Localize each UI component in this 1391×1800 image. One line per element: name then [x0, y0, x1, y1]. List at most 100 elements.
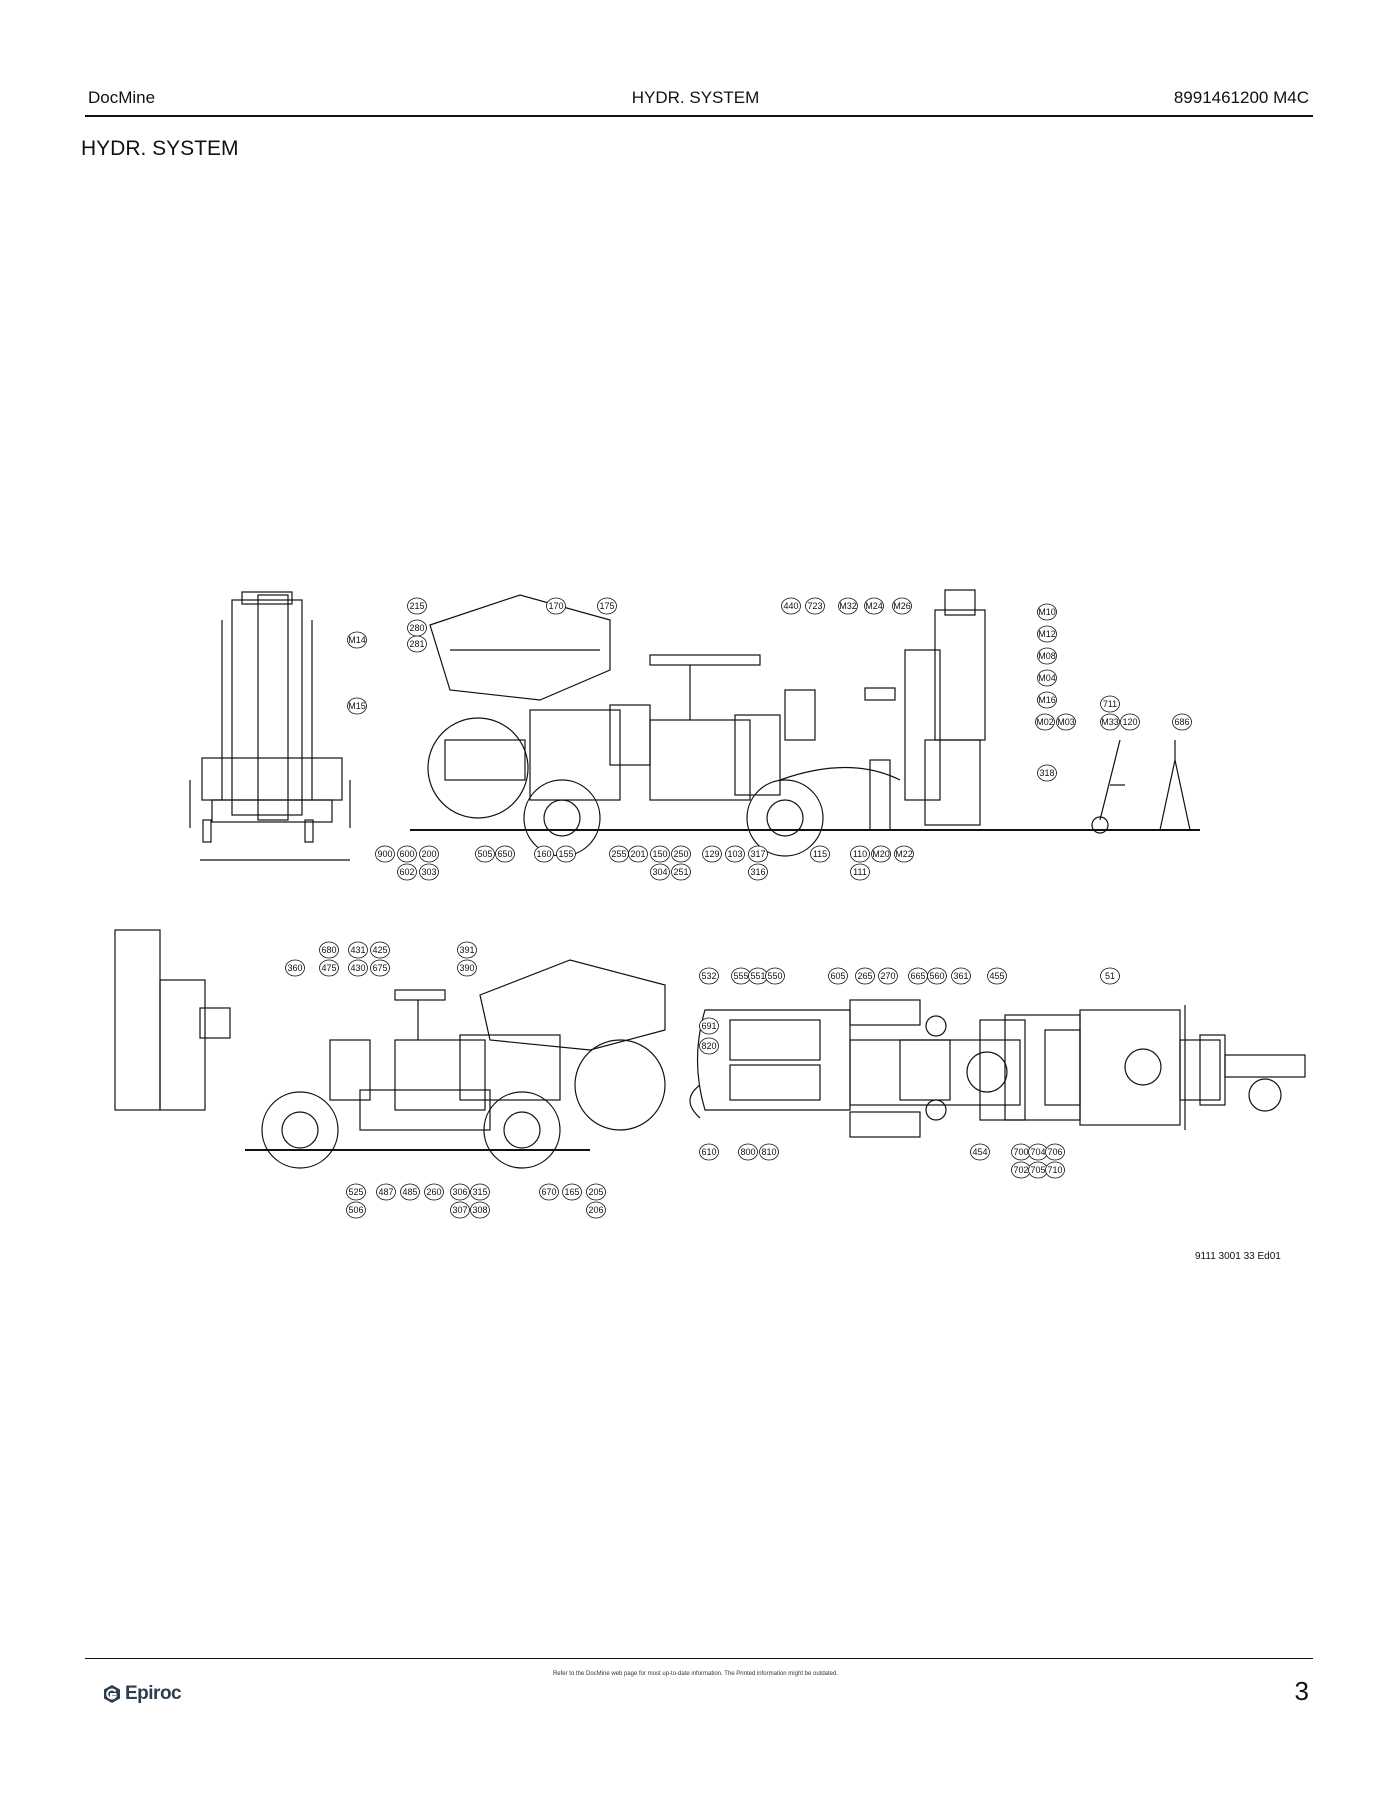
- callout-label: 315: [472, 1187, 487, 1197]
- callout-label: 710: [1047, 1165, 1062, 1175]
- callout-bubble: [702, 845, 722, 863]
- callout-label: 51: [1105, 971, 1115, 981]
- callout-label: M32: [839, 601, 857, 611]
- callout-label: M20: [872, 849, 890, 859]
- callout-label: 430: [350, 963, 365, 973]
- callout-label: M03: [1057, 717, 1075, 727]
- callout-label: M08: [1038, 651, 1056, 661]
- callout-label: 160: [536, 849, 551, 859]
- callout-label: 700: [1013, 1147, 1028, 1157]
- callout-bubble: [457, 941, 477, 959]
- callout-label: 306: [452, 1187, 467, 1197]
- callout-bubble: [346, 1201, 366, 1219]
- callout-label: 260: [426, 1187, 441, 1197]
- callout-label: 390: [459, 963, 474, 973]
- callout-bubble: [650, 845, 670, 863]
- callout-label: 307: [452, 1205, 467, 1215]
- callout-label: 665: [910, 971, 925, 981]
- epiroc-logo-text: Epiroc: [125, 1683, 182, 1704]
- callout-label: M16: [1038, 695, 1056, 705]
- callout-bubble: [864, 597, 884, 615]
- front-view: [189, 591, 351, 861]
- callout-label: 605: [830, 971, 845, 981]
- callout-label: 602: [399, 867, 414, 877]
- callout-bubble: [556, 845, 576, 863]
- callout-label: M12: [1038, 629, 1056, 639]
- callout-label: 280: [409, 623, 424, 633]
- callout-label: 308: [472, 1205, 487, 1215]
- callout-label: 560: [929, 971, 944, 981]
- callout-bubble: [699, 1037, 719, 1055]
- callout-label: 251: [673, 867, 688, 877]
- callout-bubble: [348, 959, 368, 977]
- callout-label: 706: [1047, 1147, 1062, 1157]
- callout-bubble: [725, 845, 745, 863]
- callout-bubble: [424, 1183, 444, 1201]
- callout-bubble: [628, 845, 648, 863]
- callout-bubble: [1100, 967, 1120, 985]
- callout-bubble: [534, 845, 554, 863]
- callout-bubble: [475, 845, 495, 863]
- callout-label: 675: [372, 963, 387, 973]
- callout-label: 820: [701, 1041, 716, 1051]
- callout-label: M10: [1038, 607, 1056, 617]
- callout-bubble: [838, 597, 858, 615]
- callout-label: 455: [989, 971, 1004, 981]
- callout-bubble: [546, 597, 566, 615]
- callout-bubble: [1100, 695, 1120, 713]
- callout-bubble: [810, 845, 830, 863]
- callout-bubble: [495, 845, 515, 863]
- callout-label: 525: [348, 1187, 363, 1197]
- callout-label: 650: [497, 849, 512, 859]
- callout-bubble: [1172, 713, 1192, 731]
- callout-bubble: [419, 845, 439, 863]
- callout-bubble: [419, 863, 439, 881]
- callout-label: 175: [599, 601, 614, 611]
- callout-label: 431: [350, 945, 365, 955]
- top-view: [689, 999, 1306, 1138]
- callout-label: 705: [1030, 1165, 1045, 1175]
- callout-label: 723: [807, 601, 822, 611]
- callout-label: 555: [733, 971, 748, 981]
- callout-bubble: [1035, 713, 1055, 731]
- callout-label: 120: [1122, 717, 1137, 727]
- callout-bubble: [319, 941, 339, 959]
- callout-bubble: [748, 863, 768, 881]
- callout-bubble: [1037, 764, 1057, 782]
- callout-bubble: [450, 1183, 470, 1201]
- header-section-title: HYDR. SYSTEM: [631, 88, 760, 107]
- mirrored-side-view: [114, 929, 666, 1169]
- callout-label: 265: [857, 971, 872, 981]
- callout-label: 103: [727, 849, 742, 859]
- callout-bubble: [597, 597, 617, 615]
- callout-label: 506: [348, 1205, 363, 1215]
- callout-label: M24: [865, 601, 883, 611]
- callout-bubble: [805, 597, 825, 615]
- callout-label: 550: [767, 971, 782, 981]
- callout-bubble: [348, 941, 368, 959]
- footer-divider: [85, 1658, 1313, 1659]
- callout-bubble: [586, 1201, 606, 1219]
- callout-label: M33: [1101, 717, 1119, 727]
- callout-label: 129: [704, 849, 719, 859]
- callout-bubble: [699, 1143, 719, 1161]
- callout-label: 600: [399, 849, 414, 859]
- callout-bubble: [376, 1183, 396, 1201]
- callout-bubble: [951, 967, 971, 985]
- footer-note: Refer to the DocMine web page for most u…: [552, 1671, 839, 1677]
- epiroc-logo-icon: [104, 1685, 120, 1703]
- callout-bubble: [894, 845, 914, 863]
- callout-bubble: [970, 1143, 990, 1161]
- callout-label: 316: [750, 867, 765, 877]
- callout-bubble: [1037, 669, 1057, 687]
- callout-label: 318: [1039, 768, 1054, 778]
- callout-bubble: [738, 1143, 758, 1161]
- callout-label: 440: [783, 601, 798, 611]
- callout-bubble: [650, 863, 670, 881]
- callout-label: 551: [750, 971, 765, 981]
- callout-bubble: [892, 597, 912, 615]
- header-doc-number: 8991461200 M4C: [1173, 88, 1309, 107]
- callout-label: 391: [459, 945, 474, 955]
